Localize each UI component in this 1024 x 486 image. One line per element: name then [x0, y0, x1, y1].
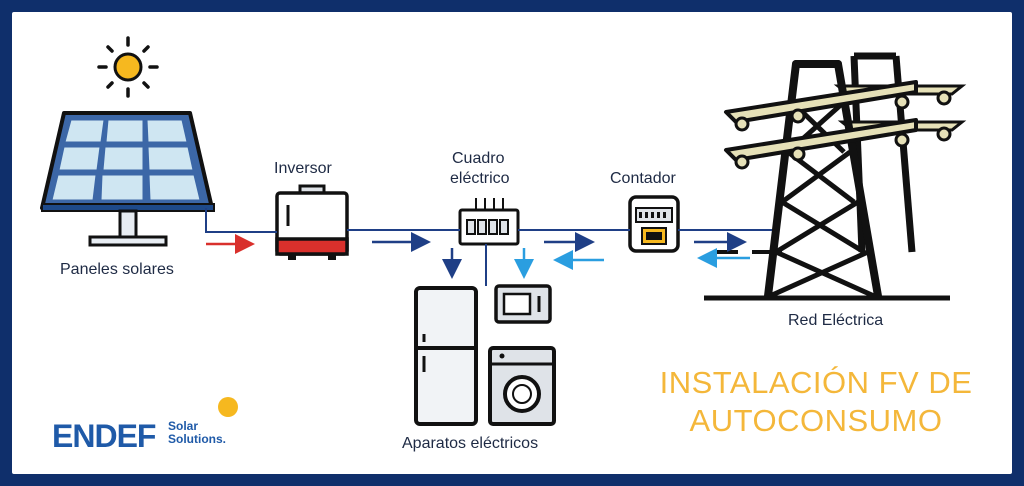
electrical-panel-icon — [458, 198, 520, 246]
label-appliances: Aparatos eléctricos — [402, 435, 539, 452]
logo-sun-dot-icon — [218, 397, 238, 417]
title-line-2: AUTOCONSUMO — [689, 403, 943, 438]
diagram-art — [40, 36, 967, 426]
logo-sub-line-2: Solutions. — [168, 432, 226, 446]
washing-machine-icon — [488, 346, 556, 426]
label-electrical-panel-line1: Cuadro — [452, 150, 505, 167]
label-solar-panels: Paneles solares — [60, 261, 174, 278]
fridge-icon — [414, 286, 478, 426]
label-grid: Red Eléctrica — [788, 312, 884, 329]
logo-brand: ENDEF — [52, 418, 156, 454]
diagram-title: INSTALACIÓN FV DE AUTOCONSUMO — [646, 364, 986, 440]
label-electrical-panel-line2: eléctrico — [450, 170, 510, 187]
diagram-canvas: Paneles solares Inversor Cuadro eléctric… — [12, 12, 1012, 474]
inverter-icon — [275, 184, 349, 260]
title-line-1: INSTALACIÓN FV DE — [659, 365, 973, 400]
pylon-icon — [704, 52, 967, 301]
label-inverter: Inversor — [274, 160, 332, 177]
sun-icon — [97, 36, 159, 98]
logo-subtitle: Solar Solutions. — [168, 420, 258, 446]
label-meter: Contador — [610, 170, 676, 187]
logo-sub-line-1: Solar — [168, 419, 199, 433]
microwave-icon — [494, 284, 552, 324]
meter-icon — [628, 195, 680, 253]
wires — [205, 208, 772, 286]
solar-panel-icon — [40, 111, 215, 247]
